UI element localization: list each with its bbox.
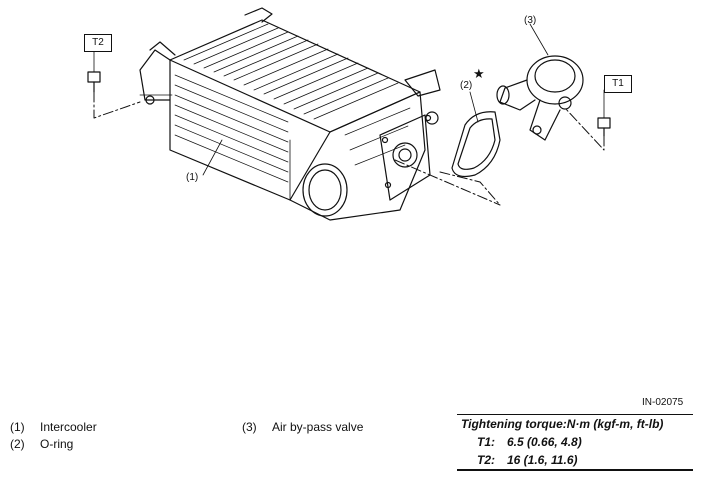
air-bypass-valve	[496, 55, 584, 141]
star-icon: ★	[473, 66, 485, 81]
torque-top-rule	[457, 414, 693, 415]
callout-3: (3)	[524, 15, 537, 26]
intercooler	[139, 7, 441, 221]
torque-row-t2: T2: 16 (1.6, 11.6)	[457, 451, 693, 469]
legend-item-intercooler: (1) Intercooler	[10, 420, 210, 434]
torque-code: T1:	[477, 435, 495, 449]
o-ring	[451, 111, 501, 178]
bolt-t2	[87, 71, 101, 93]
diagram-drawing	[87, 7, 611, 221]
torque-row-t1: T1: 6.5 (0.66, 4.8)	[457, 433, 693, 451]
torque-title: Tightening torque:N·m (kgf-m, ft-lb)	[461, 417, 664, 431]
tag-t1: T1	[604, 75, 632, 93]
torque-table: Tightening torque:N·m (kgf-m, ft-lb) T1:…	[457, 414, 693, 471]
torque-bottom-rule	[457, 469, 693, 471]
figure-id: IN-02075	[642, 397, 684, 408]
torque-value: 16 (1.6, 11.6)	[507, 453, 578, 467]
legend-num: (3)	[242, 420, 257, 434]
legend-label: O-ring	[40, 437, 74, 451]
tag-t2: T2	[84, 34, 112, 52]
legend-item-o-ring: (2) O-ring	[10, 437, 210, 451]
torque-value: 6.5 (0.66, 4.8)	[507, 435, 582, 449]
torque-code: T2:	[477, 453, 495, 467]
bolt-t1	[597, 117, 611, 137]
legend-label: Intercooler	[40, 420, 97, 434]
legend-item-air-bypass-valve: (3) Air by-pass valve	[242, 420, 442, 434]
legend-num: (2)	[10, 437, 25, 451]
callout-2: (2)	[460, 80, 473, 91]
legend-num: (1)	[10, 420, 25, 434]
intercooler-exploded-diagram: (1) (2) ★ (3) T2 T1	[84, 7, 632, 221]
legend-label: Air by-pass valve	[272, 420, 364, 434]
callout-1: (1)	[186, 172, 199, 183]
